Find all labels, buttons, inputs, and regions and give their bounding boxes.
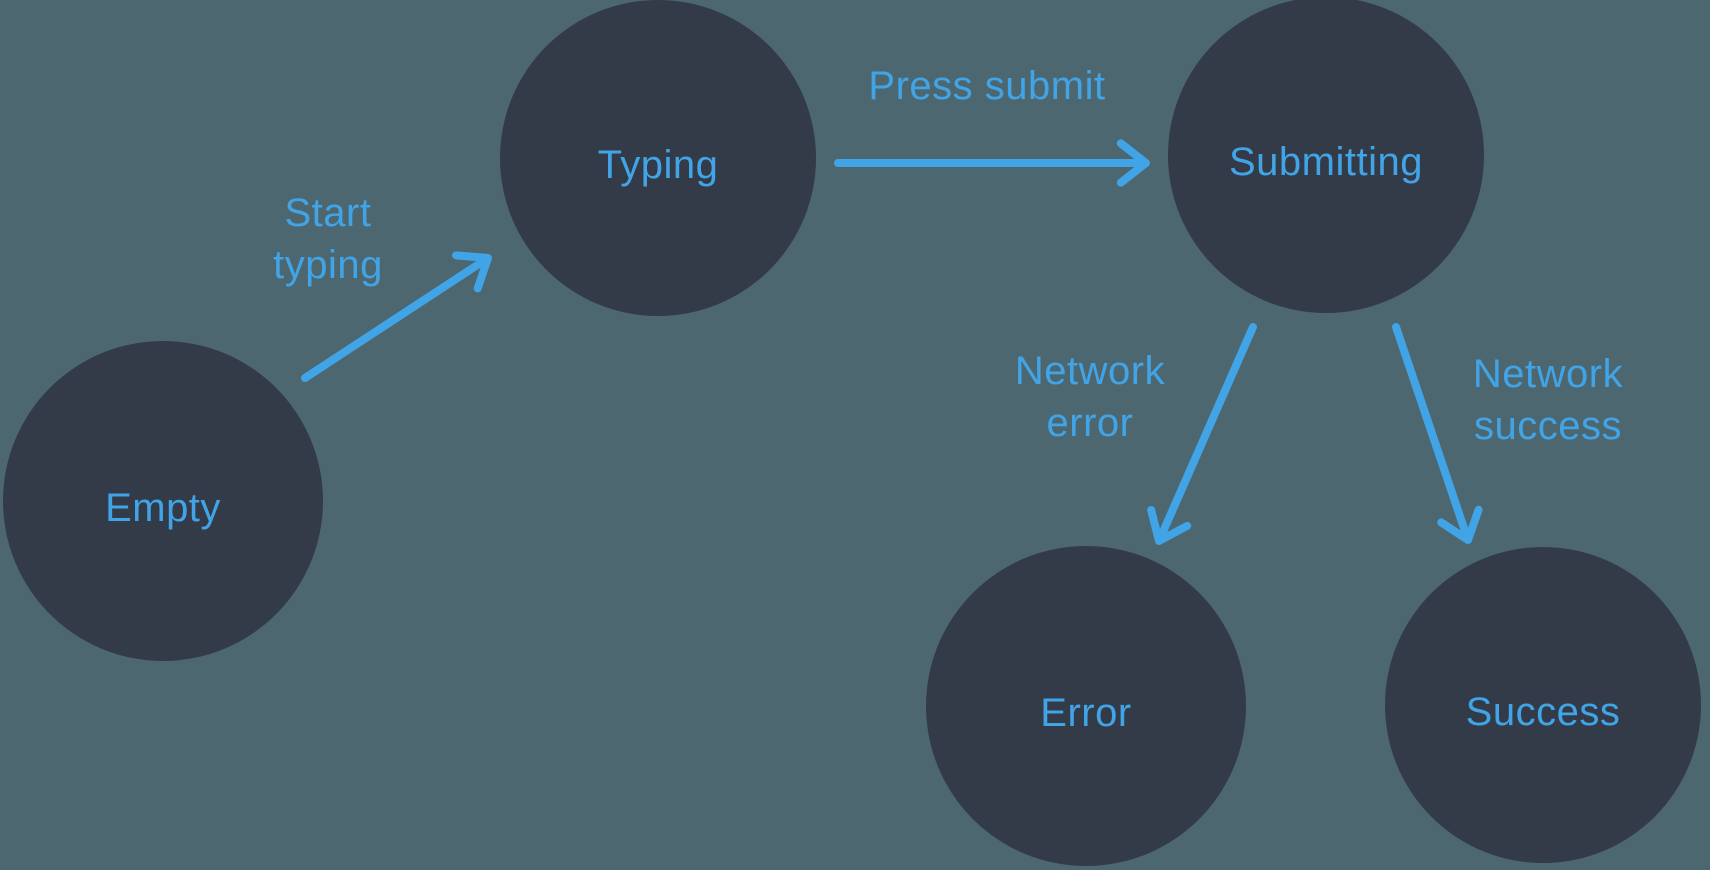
transition-network-success: Network success xyxy=(1392,323,1624,544)
arrow-line-network-success xyxy=(1392,323,1471,539)
state-circle-submitting xyxy=(1168,0,1484,313)
state-label-error: Error xyxy=(1040,691,1131,735)
state-node-error: Error xyxy=(926,546,1246,866)
arrowhead-icon xyxy=(1116,139,1150,187)
transition-label-line: error xyxy=(1047,401,1134,445)
state-node-submitting: Submitting xyxy=(1168,0,1484,313)
state-label-typing: Typing xyxy=(598,143,719,187)
transition-label-line: success xyxy=(1474,404,1622,448)
transition-label-line: Network xyxy=(1015,349,1166,393)
transition-network-error: Network error xyxy=(1015,323,1257,545)
state-circle-success xyxy=(1385,547,1701,863)
state-label-empty: Empty xyxy=(105,486,221,530)
transition-label-line: Press submit xyxy=(868,64,1105,108)
state-circle-typing xyxy=(500,0,816,316)
state-node-typing: Typing xyxy=(500,0,816,316)
arrowhead-icon xyxy=(1437,505,1483,544)
state-node-success: Success xyxy=(1385,547,1701,863)
arrowhead-icon xyxy=(1147,505,1192,545)
state-circle-empty xyxy=(3,341,323,661)
arrowhead-icon xyxy=(452,251,492,293)
transition-label-line: typing xyxy=(273,243,383,287)
transition-label-network-error: Network error xyxy=(1015,349,1166,445)
state-node-empty: Empty xyxy=(3,341,323,661)
transition-label-network-success: Network success xyxy=(1473,352,1624,448)
transition-label-line: Network xyxy=(1473,352,1624,396)
transition-label-line: Start xyxy=(285,191,372,235)
arrow-line-start-typing xyxy=(301,257,487,382)
transition-label-press-submit: Press submit xyxy=(868,64,1105,108)
arrow-line-network-error xyxy=(1157,323,1257,540)
state-label-success: Success xyxy=(1466,690,1621,734)
transition-label-start-typing: Start typing xyxy=(273,191,383,287)
transition-start-typing: Start typing xyxy=(273,191,492,382)
state-label-submitting: Submitting xyxy=(1229,140,1423,184)
transition-press-submit: Press submit xyxy=(834,64,1150,187)
state-circle-error xyxy=(926,546,1246,866)
